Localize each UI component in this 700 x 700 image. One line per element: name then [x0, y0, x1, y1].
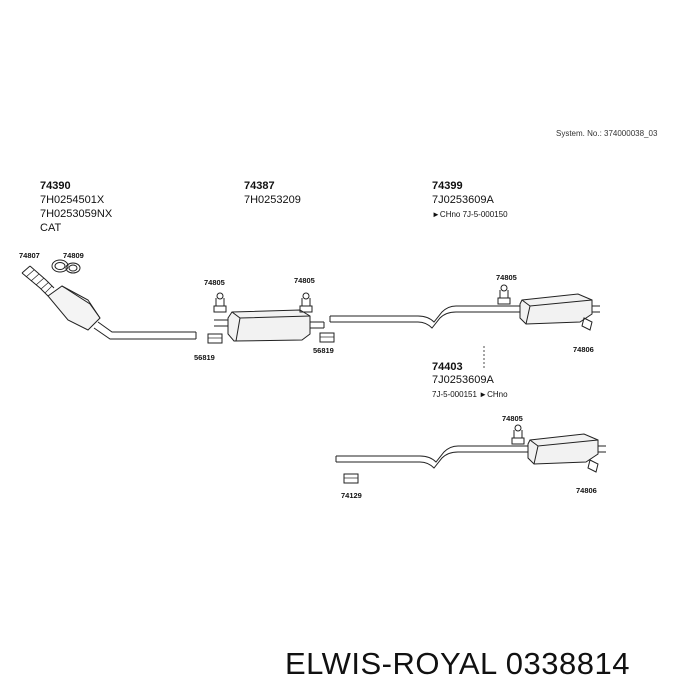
callout-56819: 56819: [313, 346, 334, 355]
callout-74809: 74809: [63, 251, 84, 260]
system-number-label: System. No.: 374000038_03: [556, 129, 658, 138]
front-pipe-catalytic-converter: [22, 260, 196, 339]
part-number-74390: 74390: [40, 180, 71, 192]
oem-code: 7H0253059NX: [40, 208, 113, 220]
callout-74805: 74805: [294, 276, 315, 285]
oem-code: 7H0253209: [244, 194, 301, 206]
callout-74806: 74806: [573, 345, 594, 354]
rear-silencer-74403: [336, 425, 606, 483]
oem-code: 7J0253609A: [432, 374, 494, 386]
callout-74806: 74806: [576, 486, 597, 495]
oem-code: 7J0253609A: [432, 194, 494, 206]
callout-74805: 74805: [502, 414, 523, 423]
part-number-74403: 74403: [432, 361, 463, 373]
oem-code: 7H0254501X: [40, 194, 105, 206]
footer-part-title: ELWIS-ROYAL 0338814: [285, 646, 630, 681]
callout-74807: 74807: [19, 251, 40, 260]
middle-muffler-section: [208, 293, 334, 343]
rear-silencer-74399: [330, 285, 600, 370]
chassis-note: ►CHno 7J-5-000150: [432, 210, 508, 219]
callout-74805: 74805: [204, 278, 225, 287]
callout-74805: 74805: [496, 273, 517, 282]
chassis-note: 7J-5-000151 ►CHno: [432, 390, 508, 399]
part-number-74399: 74399: [432, 180, 463, 192]
oem-code: CAT: [40, 222, 62, 234]
callout-74129: 74129: [341, 491, 362, 500]
part-number-74387: 74387: [244, 180, 275, 192]
callout-56819: 56819: [194, 353, 215, 362]
